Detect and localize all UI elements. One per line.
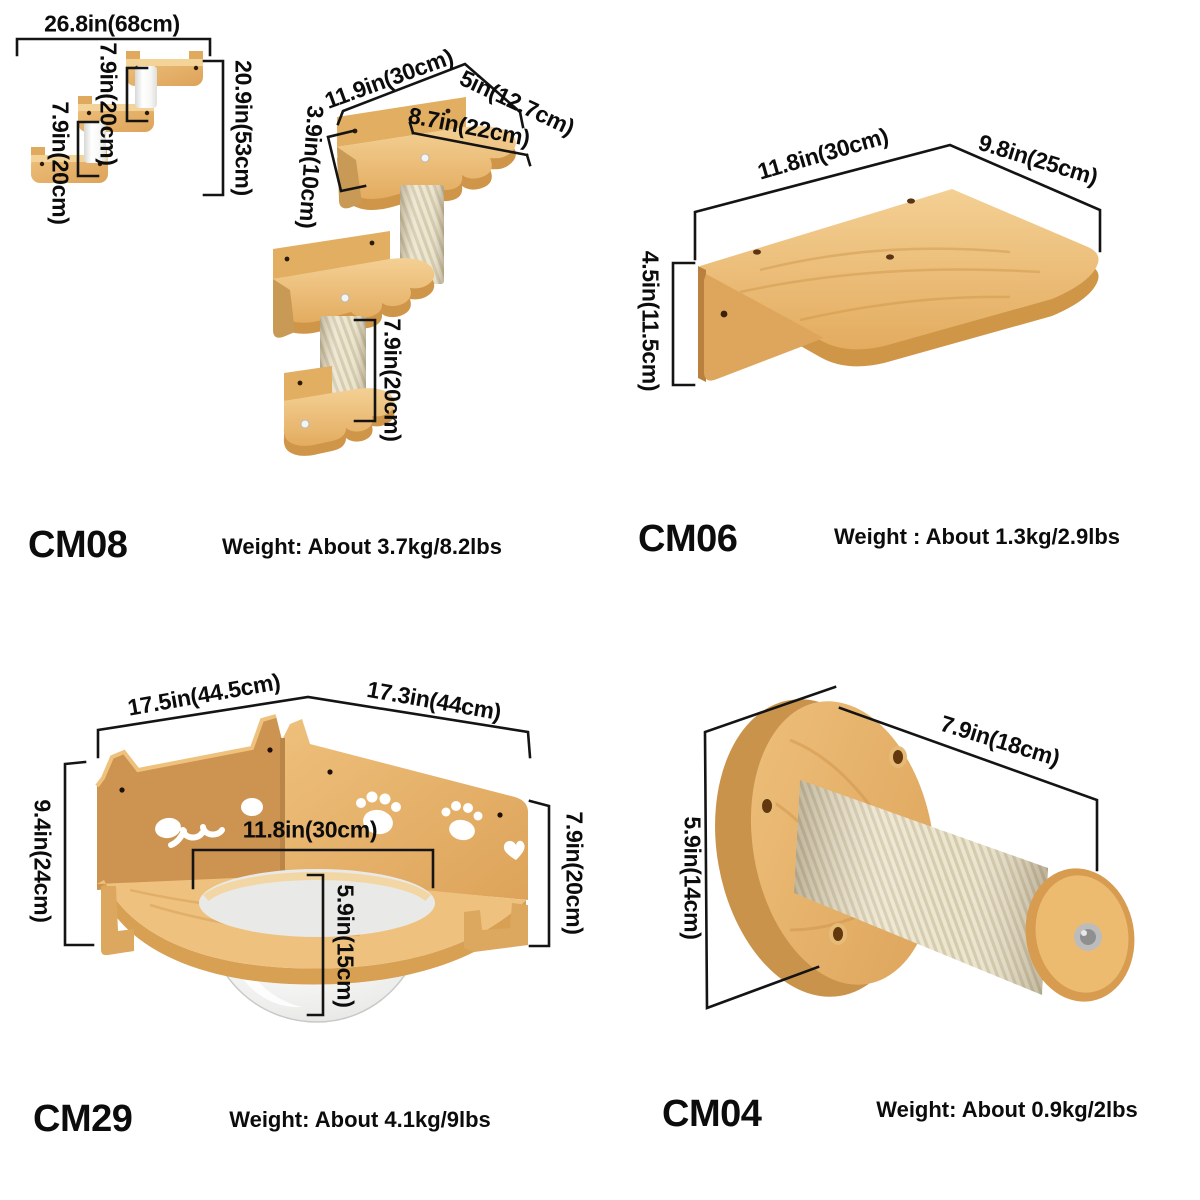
white-post — [84, 121, 106, 163]
dim-cm29-bowl-depth: 5.9in(15cm) — [332, 884, 359, 1008]
product-code-cm08: CM08 — [28, 524, 128, 566]
platform-top — [283, 388, 395, 446]
side-bracket — [273, 279, 295, 338]
cm06-shelf — [698, 189, 1099, 382]
dim-cm08-post-height: 7.9in(20cm) — [379, 318, 406, 442]
product-weight-cm04: Weight: About 0.9kg/2lbs — [876, 1097, 1138, 1122]
cm29-dimension-lines — [63, 695, 551, 1017]
dim-cm29-left-height: 9.4in(24cm) — [29, 799, 56, 923]
wall-plate — [273, 231, 390, 279]
mount-foot — [101, 886, 134, 956]
dim-cm06-shelf-height: 4.5in(11.5cm) — [637, 250, 664, 392]
cm08-closeup-dimension-lines — [326, 62, 532, 423]
paw-panel — [280, 719, 528, 900]
product-weight-cm08: Weight: About 3.7kg/8.2lbs — [222, 534, 502, 559]
bowl-opening — [199, 869, 435, 937]
heart-cutout-icon — [503, 840, 525, 860]
wall-plate — [284, 366, 332, 401]
support-bracket — [704, 274, 824, 381]
dim-cm08-overall-width: 26.8in(68cm) — [44, 10, 180, 37]
platform-top — [273, 258, 435, 323]
mount-foot — [464, 903, 528, 952]
cm29-bed-illustration — [63, 695, 551, 1023]
product-weight-cm29: Weight: About 4.1kg/9lbs — [229, 1107, 491, 1132]
eye-cutout-icon — [155, 817, 181, 839]
product-code-cm04: CM04 — [662, 1093, 762, 1135]
cm08-small-steps — [31, 51, 203, 183]
cat-face-panel — [95, 714, 282, 890]
cm29-bed — [95, 714, 528, 1023]
cm06-dimension-lines — [671, 143, 1102, 387]
platform-board — [97, 869, 526, 985]
cm04-dimension-lines — [703, 685, 1099, 1010]
dim-cm29-right-height: 7.9in(20cm) — [561, 811, 588, 935]
dim-cm08-step-rise-upper: 7.9in(20cm) — [95, 42, 122, 166]
paw-cutout-icon — [441, 801, 483, 841]
cm06-shelf-illustration — [671, 143, 1102, 387]
dim-cm08-overall-height: 20.9in(53cm) — [230, 60, 257, 196]
wood-grain — [739, 247, 1041, 322]
corner-joint — [280, 738, 285, 880]
cm04-post-illustration — [703, 685, 1135, 1010]
screw-hole — [758, 746, 907, 945]
dim-cm04-base-diameter: 5.9in(14cm) — [679, 816, 706, 940]
dim-cm29-bowl-opening: 11.8in(30cm) — [242, 816, 378, 843]
post-end-cap — [1025, 868, 1135, 1002]
scratch-post — [794, 780, 1048, 995]
eye-cutout-icon — [241, 798, 263, 816]
product-code-cm29: CM29 — [33, 1098, 133, 1140]
cm08-overview-illustration — [15, 37, 225, 197]
mouth-cutout-icon — [168, 824, 225, 848]
dim-cm08-step-rise-lower: 7.9in(20cm) — [47, 101, 74, 225]
shelf-top — [699, 189, 1099, 350]
wall-plate — [337, 97, 466, 147]
cm04-scratcher — [715, 699, 1135, 1002]
product-code-cm06: CM06 — [638, 518, 738, 560]
side-bracket — [337, 147, 362, 209]
paw-cutout-icon — [356, 791, 401, 835]
cm08-closeup-illustration — [273, 62, 532, 456]
white-post — [135, 66, 157, 108]
cm08-overview-dimension-lines — [15, 37, 225, 197]
product-weight-cm06: Weight : About 1.3kg/2.9lbs — [833, 524, 1121, 549]
